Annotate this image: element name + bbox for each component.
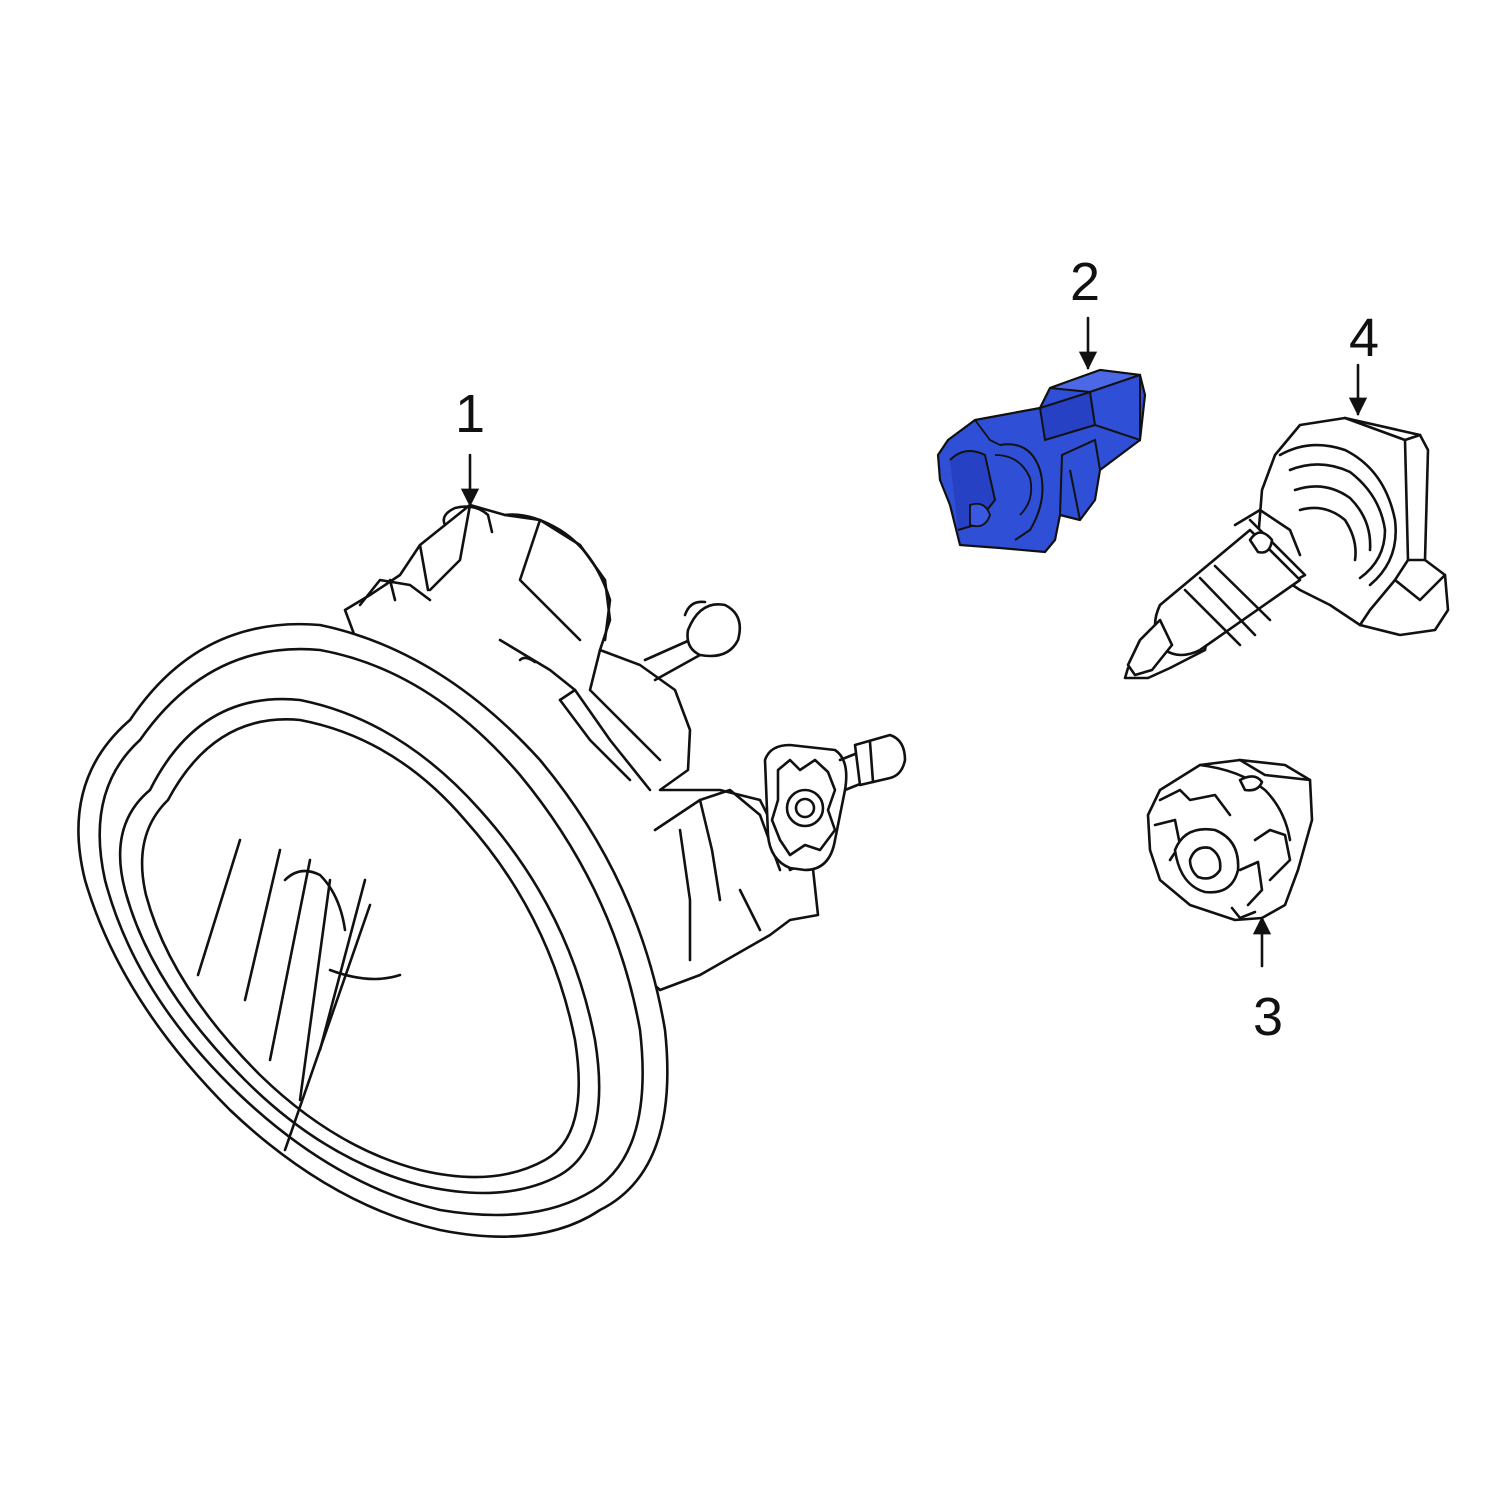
halogen-bulb[interactable] — [1123, 416, 1450, 680]
callout-label-3: 3 — [1253, 987, 1283, 1047]
bulb-socket-highlighted[interactable] — [936, 368, 1147, 554]
callout-label-2: 2 — [1070, 252, 1100, 312]
callout-label-1: 1 — [455, 384, 485, 444]
fog-lamp-housing[interactable] — [77, 503, 907, 1238]
small-bulb-socket[interactable] — [1146, 758, 1314, 922]
callout-label-4: 4 — [1349, 308, 1379, 368]
